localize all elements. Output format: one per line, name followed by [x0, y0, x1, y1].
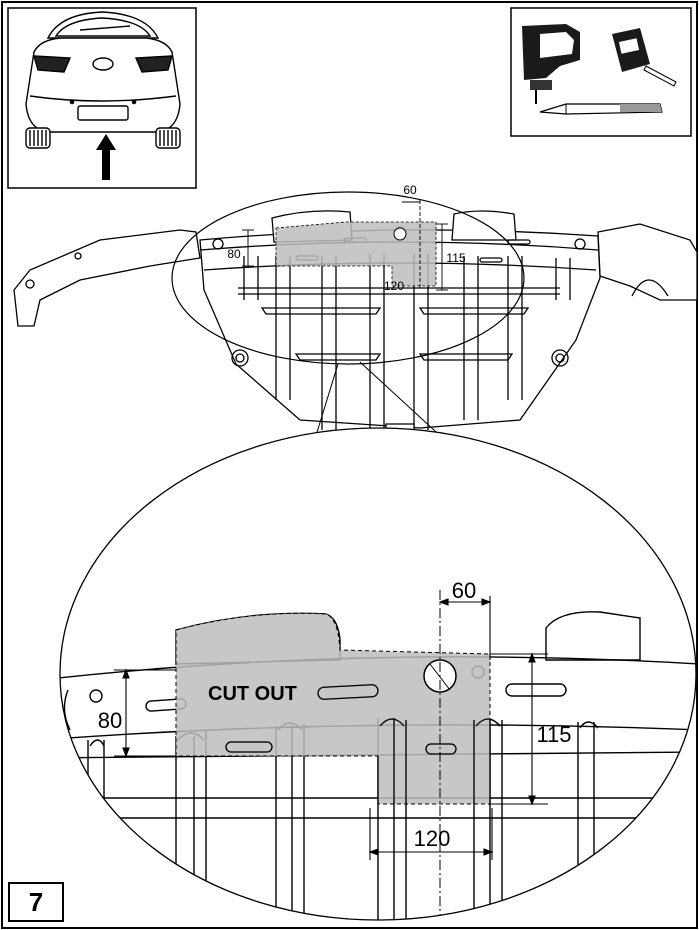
marker-pen-icon: [539, 103, 663, 115]
jigsaw-icon: [522, 24, 580, 104]
dim-small-115: 115: [446, 251, 465, 265]
dim-small-120: 120: [384, 279, 404, 293]
cutout-hole-small: [393, 227, 407, 241]
step-number: 7: [28, 886, 44, 917]
dim-small-80: 80: [227, 247, 241, 261]
arrow-up-icon: [96, 134, 116, 180]
dim-large-120: 120: [414, 826, 451, 851]
dimension-lines-small: [242, 200, 448, 295]
zoomed-detail: [60, 428, 696, 920]
dim-large-80: 80: [98, 708, 122, 733]
zoom-ellipse-small: [171, 191, 525, 365]
zoom-ellipse-large: [59, 427, 697, 921]
cutout-area-large: [175, 612, 491, 805]
car-rear-inset: [7, 7, 197, 189]
step-number-box: 7: [8, 882, 64, 922]
dim-large-115: 115: [536, 722, 571, 747]
cut-out-label: CUT OUT: [208, 683, 297, 705]
tools-inset: [510, 7, 692, 137]
dim-large-60: 60: [452, 578, 476, 603]
car-rear-icon: [25, 11, 181, 149]
dim-small-60: 60: [403, 183, 417, 197]
tape-measure-icon: [612, 28, 677, 87]
